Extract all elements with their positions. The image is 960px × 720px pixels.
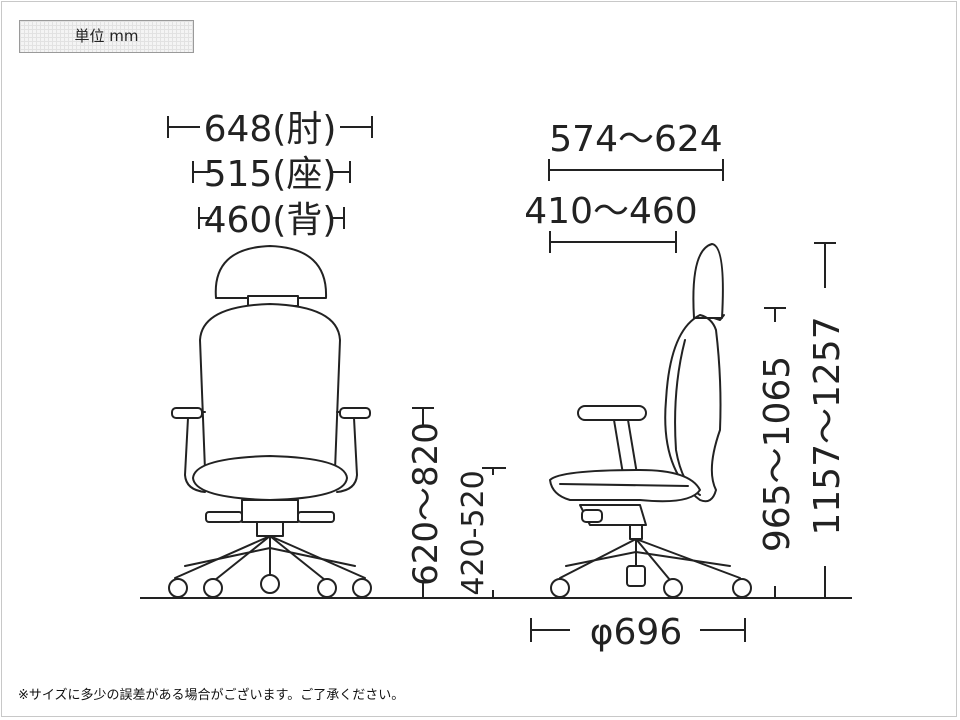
dimension-overall-height: 1157～1257 [807,242,848,598]
seat-depth-label: 410～460 [524,191,697,232]
arm-width-label: 648(肘) [204,109,337,150]
seat-height-label: 420-520 [456,470,491,595]
dimension-seat-height: 420-520 [456,467,506,598]
base-diameter-label: φ696 [590,612,682,653]
dimension-seat-width: 515(座) [192,154,351,195]
overall-depth-label: 574～624 [549,119,722,160]
dimension-base-diameter: φ696 [530,612,746,653]
dimension-overall-depth: 574～624 [548,119,724,181]
overall-height-label: 1157～1257 [807,316,848,535]
back-height-label: 965～1065 [757,356,798,552]
dimension-back-height: 965～1065 [757,307,798,598]
dimension-arm-width: 648(肘) [167,109,373,150]
seat-width-label: 515(座) [204,154,337,195]
footnote: ※サイズに多少の誤差がある場合がございます。ご了承ください。 [18,688,405,703]
dimension-back-width: 460(背) [198,200,345,241]
front-view-chair [168,245,372,598]
back-width-label: 460(背) [204,200,337,241]
unit-label: 単位 mm [19,20,194,53]
armrest-height-label: 620～820 [406,422,446,586]
side-view-chair [549,243,752,598]
dimension-armrest-height: 620～820 [406,407,446,598]
dimension-seat-depth: 410～460 [524,191,698,253]
